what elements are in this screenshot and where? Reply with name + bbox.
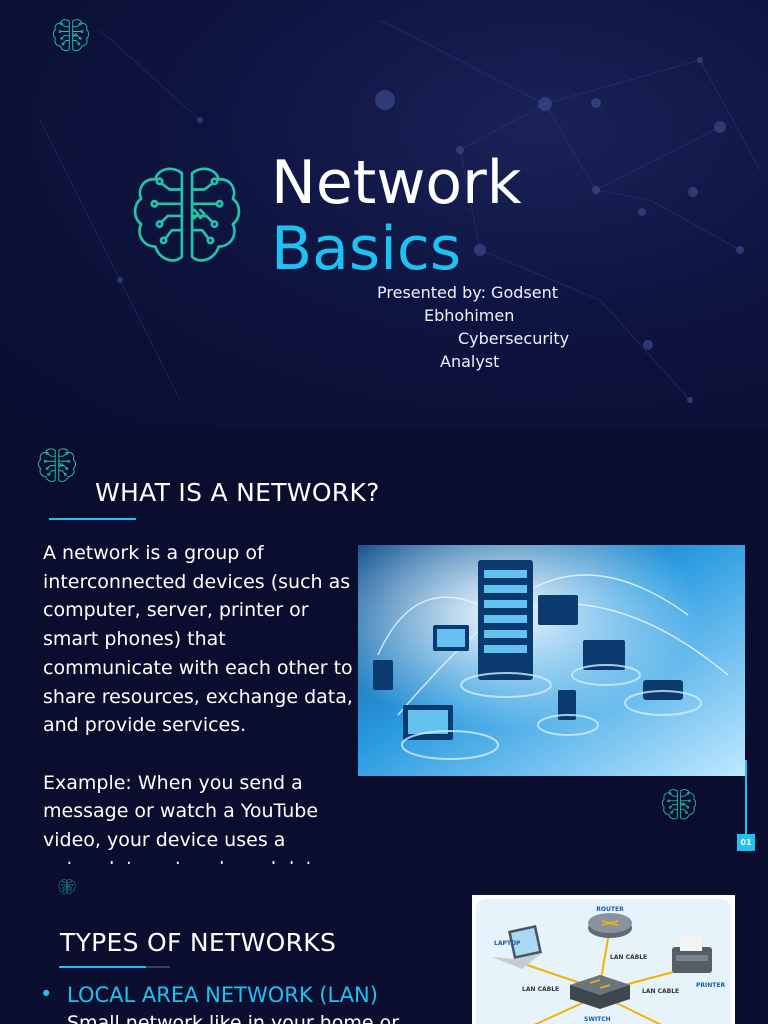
page-number-badge: 01	[737, 834, 755, 851]
laptop-label: LAPTOP	[494, 940, 521, 947]
presenter-line-3: Cybersecurity	[458, 329, 570, 348]
heading-underline	[49, 518, 136, 520]
bullet-dot: •	[40, 982, 53, 1006]
lan-cable-label-1: LAN CABLE	[610, 954, 647, 961]
heading-underline-tail	[146, 966, 170, 968]
title-network: Network	[271, 148, 522, 218]
presenter-line-2: Ebhohimen	[424, 306, 515, 325]
lan-title: LOCAL AREA NETWORK (LAN)	[67, 983, 378, 1007]
router-icon	[588, 913, 632, 938]
brain-circuit-icon	[131, 160, 243, 274]
network-background	[39, 19, 761, 403]
paragraph-definition: A network is a group of interconnected d…	[43, 542, 353, 737]
brain-circuit-icon	[52, 16, 90, 56]
brain-circuit-icon	[37, 445, 77, 487]
printer-label: PRINTER	[696, 982, 725, 989]
router-label: ROUTER	[596, 906, 624, 913]
switch-icon	[570, 975, 630, 1009]
accent-line	[745, 760, 747, 838]
lan-diagram: ROUTER LAPTOP LAN CABLE LAN CABLE LAN CA…	[472, 895, 735, 1024]
presenter-line-4: Analyst	[440, 352, 500, 371]
presenter-line-1: Presented by: Godsent	[377, 283, 558, 302]
paragraph-example: Example: When you send a message or watc…	[43, 771, 331, 864]
title-basics: Basics	[271, 214, 462, 284]
heading-underline	[59, 966, 146, 968]
laptop-icon	[492, 925, 542, 969]
lan-cable-label-3: LAN CABLE	[642, 988, 679, 995]
lan-description: Small network like in your home or	[67, 1012, 400, 1024]
slide-heading: TYPES OF NETWORKS	[60, 928, 337, 957]
title-slide: Network Basics Presented by: Godsent Ebh…	[0, 0, 768, 430]
network-devices-image	[358, 545, 745, 776]
types-of-networks-slide: TYPES OF NETWORKS • LOCAL AREA NETWORK (…	[0, 864, 768, 1024]
brain-circuit-icon	[58, 878, 76, 896]
switch-label: SWITCH	[584, 1016, 611, 1023]
what-is-network-slide: WHAT IS A NETWORK? A network is a group …	[0, 430, 768, 864]
slide-heading: WHAT IS A NETWORK?	[95, 478, 380, 507]
lan-cable-label-2: LAN CABLE	[522, 986, 559, 993]
brain-circuit-icon	[661, 786, 697, 824]
printer-icon	[672, 937, 712, 973]
definition-text: A network is a group of interconnected d…	[43, 539, 355, 864]
